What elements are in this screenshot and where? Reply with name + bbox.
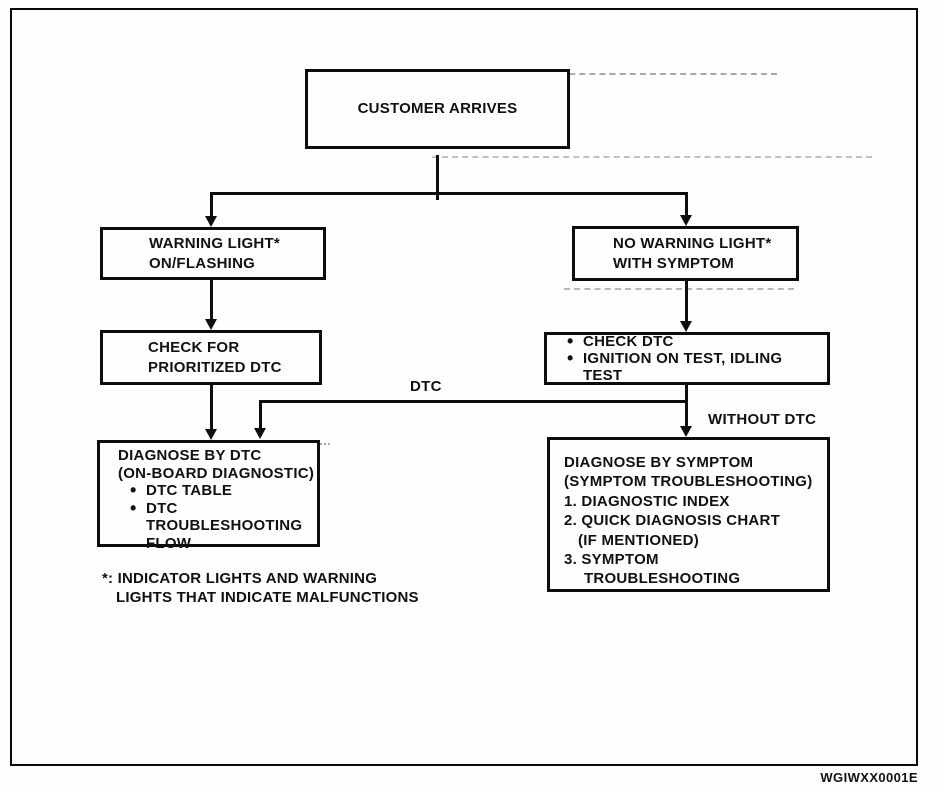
node-text: NO WARNING LIGHT* <box>613 234 772 252</box>
node-text: ON/FLASHING <box>149 254 256 272</box>
arrowhead-dtc-to-diagnose-dtc <box>254 428 266 439</box>
connector-warning-to-check <box>210 279 213 322</box>
node-text: CHECK DTC <box>583 333 674 350</box>
node-text: 2. QUICK DIAGNOSIS CHART <box>564 512 781 530</box>
node-text: DIAGNOSE BY DTC <box>118 447 262 464</box>
node-text: TROUBLESHOOTING <box>584 570 741 588</box>
node-text: WITH SYMPTOM <box>613 254 735 272</box>
node-text: FLOW <box>146 534 192 552</box>
arrowhead-to-diagnose-dtc <box>205 429 217 440</box>
scan-artifact <box>564 288 794 290</box>
connector-dtc-drop <box>259 400 262 431</box>
node-text: (SYMPTOM TROUBLESHOOTING) <box>564 473 813 491</box>
bullet-icon: • <box>567 331 574 351</box>
connector-dtc-horizontal <box>259 400 688 403</box>
footnote-line: *: INDICATOR LIGHTS AND WARNING <box>102 570 378 587</box>
bullet-icon: • <box>130 497 137 518</box>
connector-right-branch <box>685 192 688 219</box>
node-text: 1. DIAGNOSTIC INDEX <box>564 492 730 510</box>
arrowhead-to-warning-light <box>205 216 217 227</box>
node-customer-arrives: CUSTOMER ARRIVES <box>305 69 570 149</box>
arrowhead-to-check-prioritized <box>205 319 217 330</box>
bullet-icon: • <box>567 348 574 368</box>
node-text: DIAGNOSE BY SYMPTOM <box>564 454 754 471</box>
node-text: IGNITION ON TEST, IDLING <box>583 350 783 367</box>
arrowhead-to-check-dtc <box>680 321 692 332</box>
edge-label-without-dtc: WITHOUT DTC <box>708 411 817 428</box>
connector-customer-down <box>436 155 439 200</box>
connector-left-branch <box>210 192 213 220</box>
connector-check-to-diagnose-dtc <box>210 384 213 432</box>
node-text: TEST <box>583 367 623 384</box>
connector-checkdtc-down <box>685 385 688 429</box>
arrowhead-to-diagnose-symptom <box>680 426 692 437</box>
node-text: DTC TABLE <box>146 482 233 500</box>
node-text: CUSTOMER ARRIVES <box>357 100 518 117</box>
node-warning-light: WARNING LIGHT* ON/FLASHING <box>100 227 326 280</box>
diagram-border: DTC WITHOUT DTC CUSTOMER ARRIVES WARNING… <box>10 8 918 766</box>
node-text: DTC <box>146 499 178 517</box>
connector-nowarning-to-checkdtc <box>685 280 688 324</box>
bullet-icon: • <box>130 480 137 501</box>
footnote: *: INDICATOR LIGHTS AND WARNING LIGHTS T… <box>102 569 419 607</box>
node-text: (IF MENTIONED) <box>578 531 699 549</box>
node-text: PRIORITIZED DTC <box>148 358 282 376</box>
node-check-prioritized-dtc: CHECK FOR PRIORITIZED DTC <box>100 330 322 385</box>
node-text: 3. SYMPTOM <box>564 551 659 569</box>
node-no-warning-light: NO WARNING LIGHT* WITH SYMPTOM <box>572 226 799 281</box>
node-text: (ON-BOARD DIAGNOSTIC) <box>118 464 315 482</box>
node-text: WARNING LIGHT* <box>149 234 280 252</box>
arrowhead-to-no-warning-light <box>680 215 692 226</box>
scan-artifact <box>432 156 872 158</box>
node-text: TROUBLESHOOTING <box>146 517 303 535</box>
connector-branch-horizontal <box>210 192 688 195</box>
node-check-dtc: • CHECK DTC • IGNITION ON TEST, IDLING T… <box>544 332 830 385</box>
node-diagnose-by-symptom: DIAGNOSE BY SYMPTOM (SYMPTOM TROUBLESHOO… <box>547 437 830 592</box>
node-text: CHECK FOR <box>148 338 240 356</box>
footnote-line: LIGHTS THAT INDICATE MALFUNCTIONS <box>116 589 419 606</box>
edge-label-dtc: DTC <box>410 378 442 395</box>
node-diagnose-by-dtc: DIAGNOSE BY DTC (ON-BOARD DIAGNOSTIC) • … <box>97 440 320 552</box>
figure-code: WGIWXX0001E <box>820 770 918 785</box>
